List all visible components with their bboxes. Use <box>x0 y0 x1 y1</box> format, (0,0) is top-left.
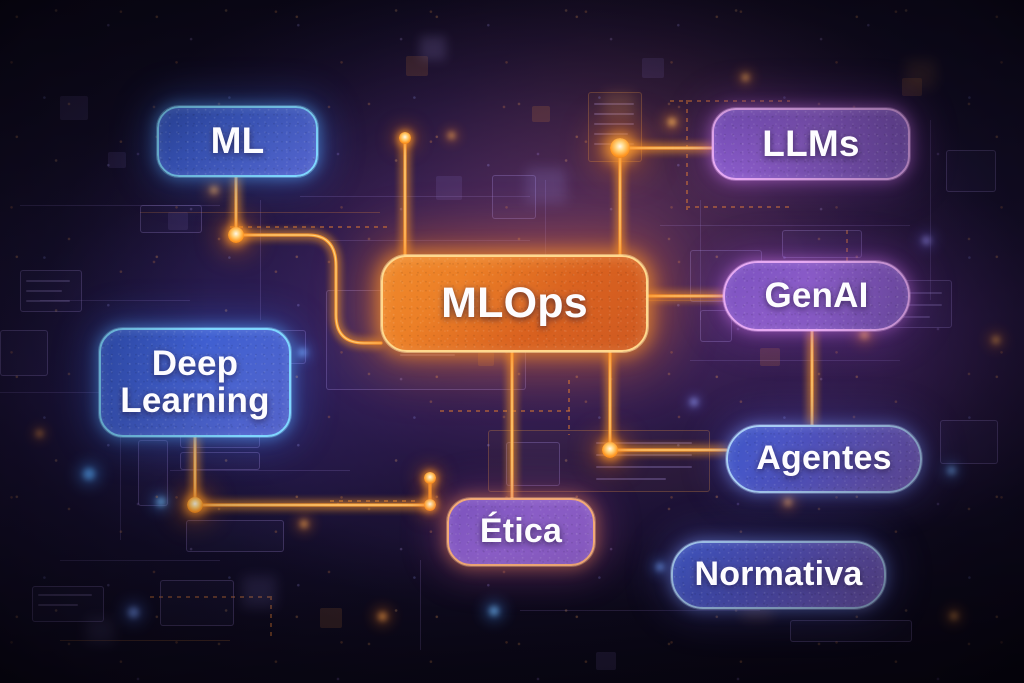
junction-dot-etica-riser <box>424 499 436 511</box>
junction-dot-etica-top <box>424 472 436 484</box>
node-deep-learning[interactable]: Deep Learning <box>99 328 291 437</box>
junction-dot-llms-branch <box>610 138 630 158</box>
node-mlops[interactable]: MLOps <box>381 255 648 352</box>
junction-dot-agentes-branch <box>602 442 618 458</box>
node-normativa-label: Normativa <box>694 555 863 594</box>
node-normativa[interactable]: Normativa <box>671 541 886 609</box>
node-etica[interactable]: Ética <box>447 498 595 566</box>
node-llms[interactable]: LLMs <box>712 108 910 180</box>
node-genai-label: GenAI <box>764 275 869 315</box>
node-deep-learning-label-line1: Deep <box>151 344 239 384</box>
node-mlops-label: MLOps <box>441 279 588 328</box>
junction-dot-deep-branch <box>187 497 203 513</box>
node-ml[interactable]: ML <box>157 106 318 177</box>
junction-dot-ml-branch <box>228 227 244 243</box>
node-ml-label: ML <box>210 120 265 162</box>
node-llms-label: LLMs <box>762 122 860 164</box>
node-genai[interactable]: GenAI <box>723 261 910 331</box>
node-etica-label: Ética <box>479 512 563 551</box>
node-agentes[interactable]: Agentes <box>726 425 922 493</box>
node-deep-learning-label-line2: Learning <box>120 380 270 420</box>
junction-dot-ml-riser <box>399 132 411 144</box>
node-agentes-label: Agentes <box>756 439 892 478</box>
